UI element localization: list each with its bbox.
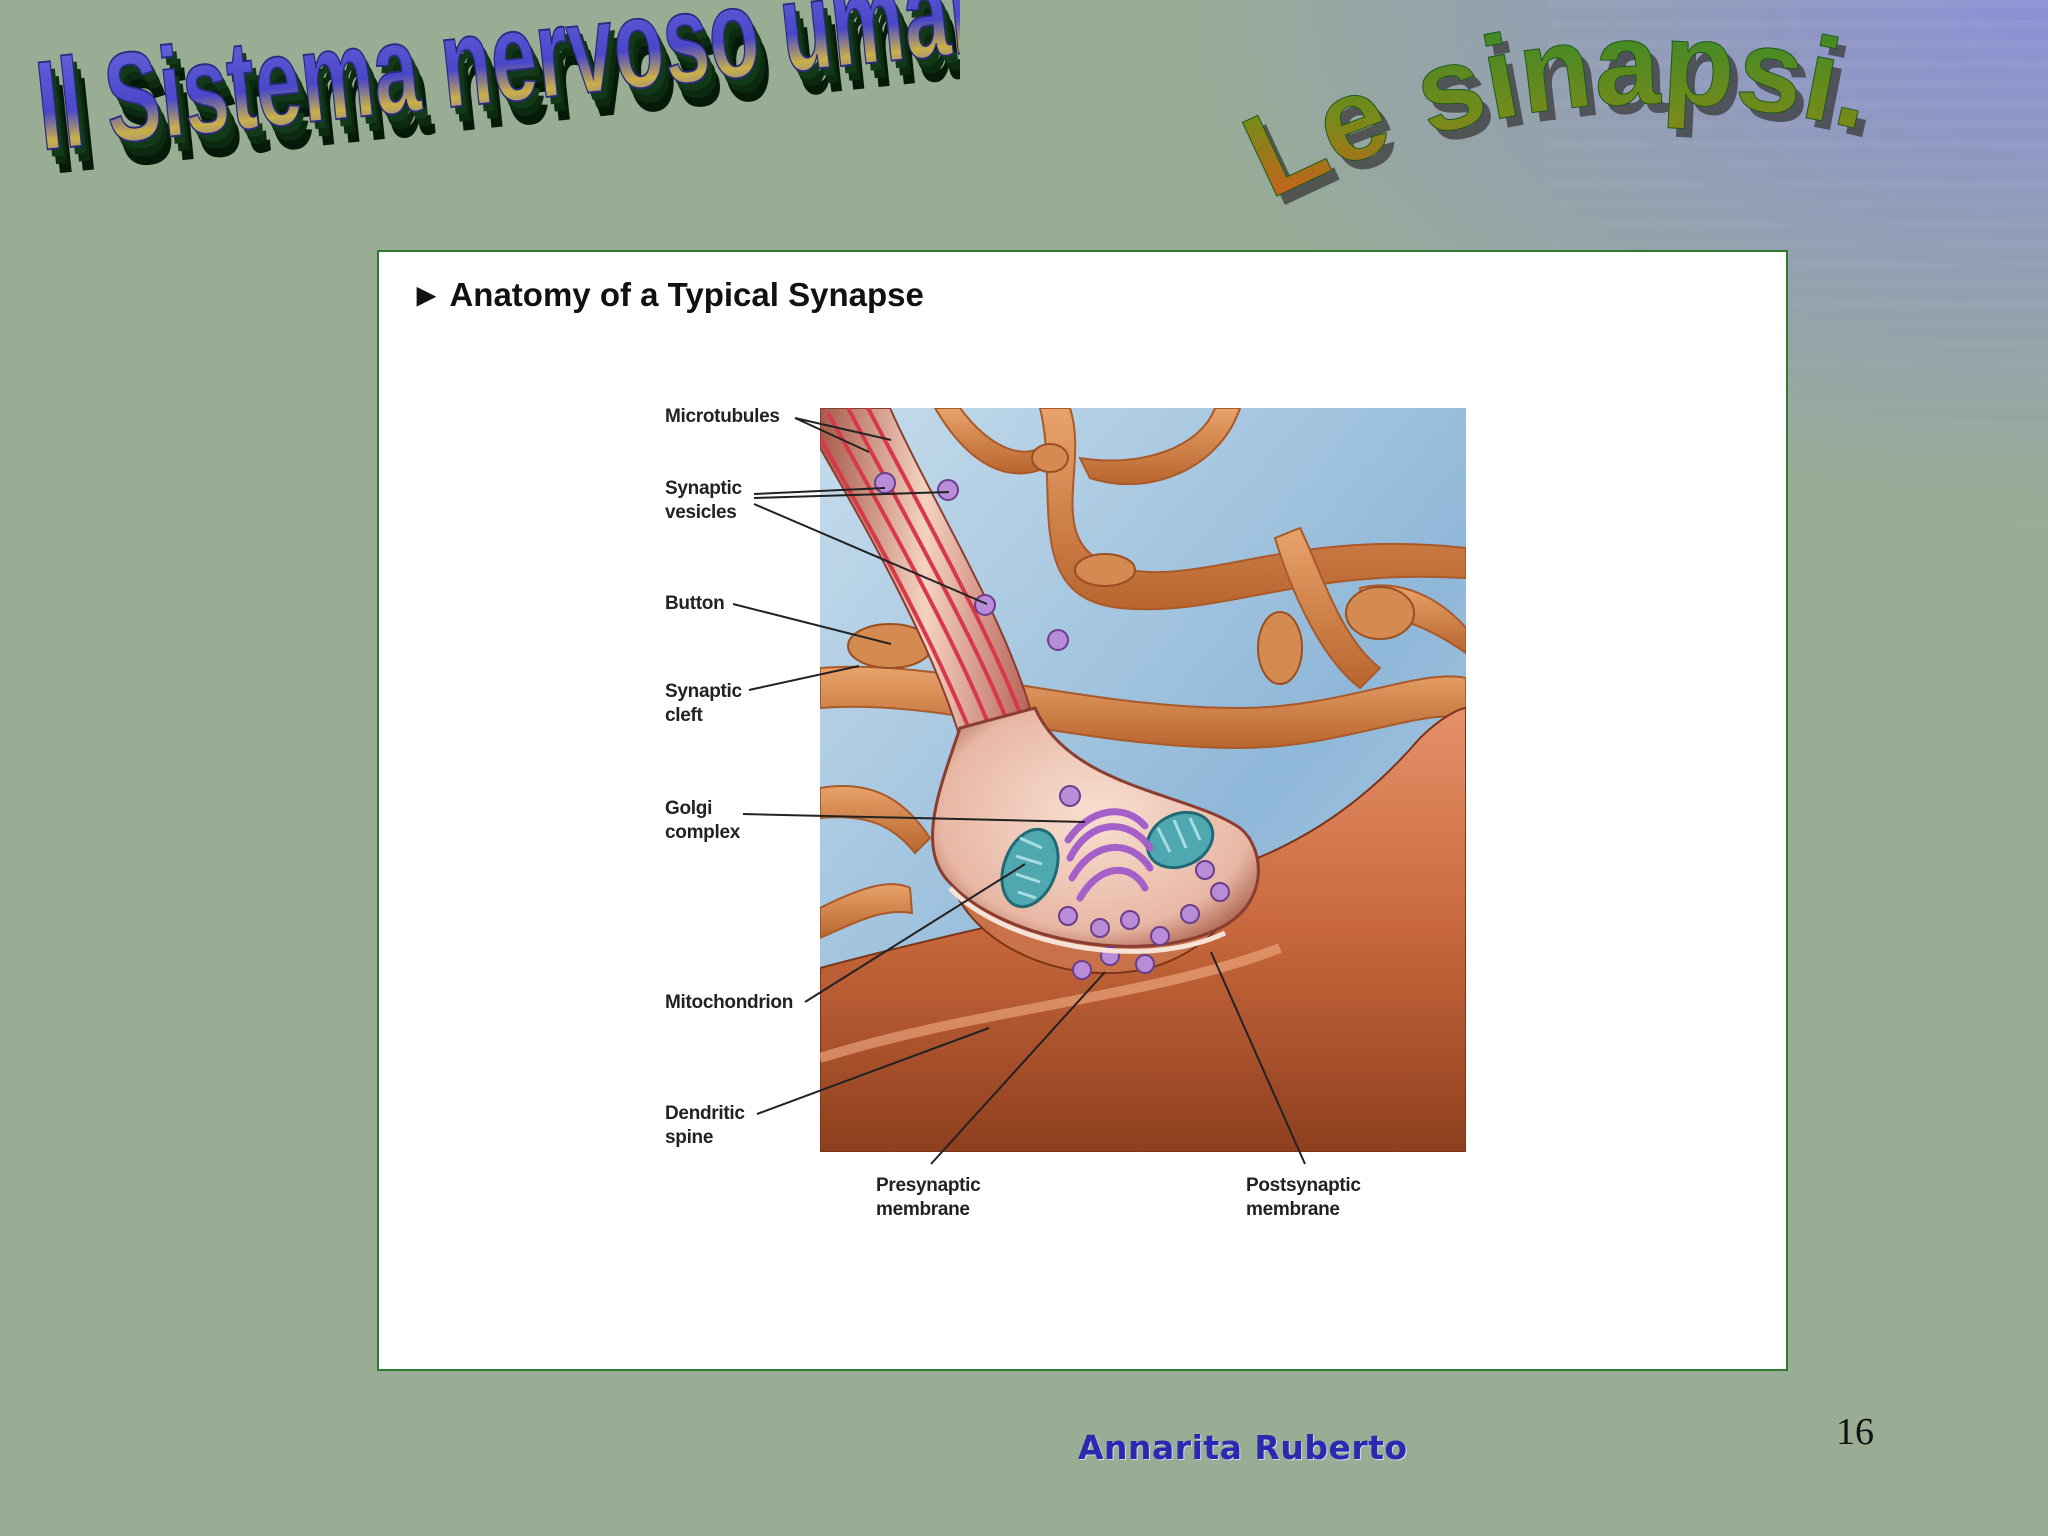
label-synaptic-vesicles: Synaptic vesicles [665,478,742,523]
label-presynaptic-membrane: Presynaptic membrane [876,1175,981,1220]
figure-heading: ▶ Anatomy of a Typical Synapse [417,276,924,314]
triangle-bullet-icon: ▶ [417,281,436,309]
slide-title: Il Sistema nervoso umano Il Sistema nerv… [29,0,960,200]
golgi-complex [1064,808,1154,902]
figure-panel: ▶ Anatomy of a Typical Synapse [377,250,1788,1371]
figure-heading-text: Anatomy of a Typical Synapse [449,276,924,313]
label-golgi-complex: Golgi complex [665,798,740,843]
slide-subtitle: Le sinapsi. Le sinapsi. [1240,0,1894,230]
label-postsynaptic-membrane: Postsynaptic membrane [1246,1175,1361,1220]
label-microtubules: Microtubules [665,406,780,427]
page-number: 16 [1836,1411,1874,1453]
label-synaptic-cleft: Synaptic cleft [665,681,742,726]
slide-subtitle-text: Le sinapsi. [1240,0,1886,223]
label-button: Button [665,593,725,614]
synapse-illustration [820,408,1466,1152]
dendrite-knobs [847,443,1415,685]
label-mitochondrion: Mitochondrion [665,992,794,1013]
author-name: Annarita Ruberto [1078,1428,1408,1467]
label-dendritic-spine: Dendritic spine [665,1103,745,1148]
